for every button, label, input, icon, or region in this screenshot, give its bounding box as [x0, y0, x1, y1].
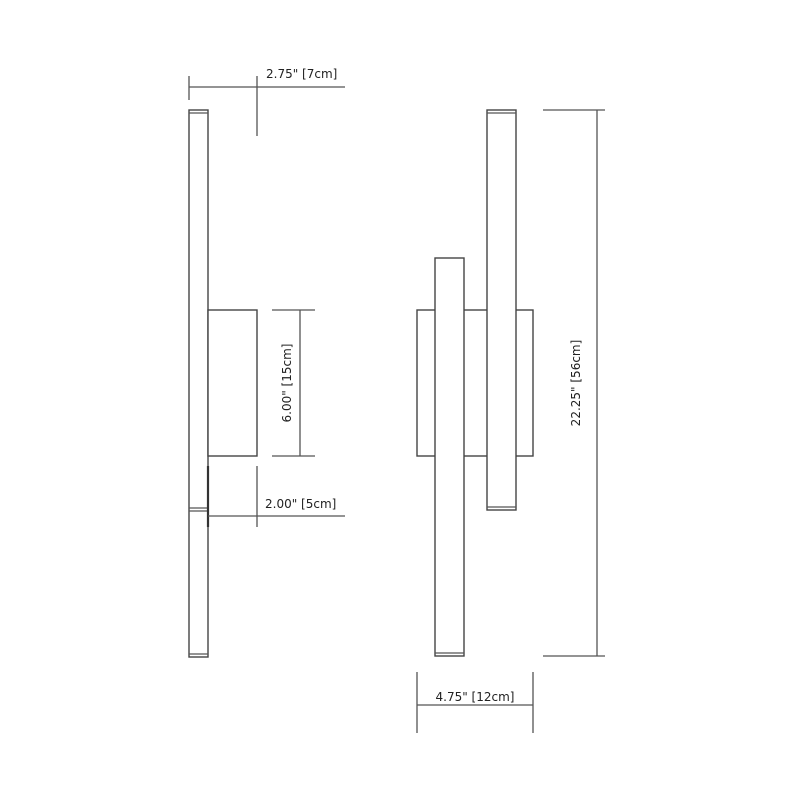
dim-label-overall-height: 22.25" [56cm]	[569, 340, 583, 427]
side-wall-plate	[207, 309, 258, 457]
side-rod	[188, 109, 209, 658]
dim-label-plate-height: 6.00" [15cm]	[280, 344, 294, 423]
back-rod	[486, 109, 517, 511]
dim-label-depth: 2.75" [7cm]	[266, 67, 337, 81]
front-view: 22.25" [56cm] 4.75" [12cm]	[416, 109, 605, 733]
dim-label-width: 4.75" [12cm]	[436, 690, 515, 704]
dim-label-offset: 2.00" [5cm]	[265, 497, 336, 511]
front-rod	[434, 257, 465, 657]
side-view: 2.75" [7cm] 6.00" [15cm] 2.00" [5cm]	[188, 67, 345, 658]
